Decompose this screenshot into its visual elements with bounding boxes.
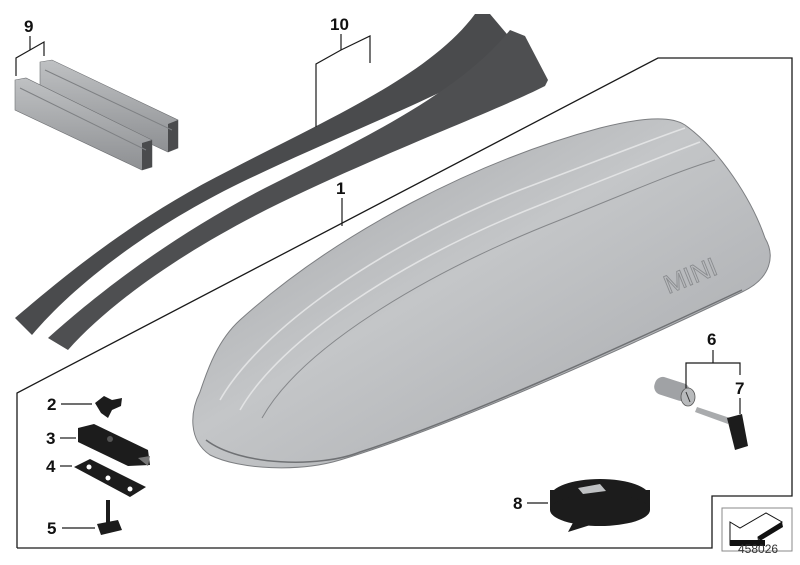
part-8-strap[interactable] [550,479,650,532]
callout-4: 4 [46,457,56,476]
group-frame [16,57,793,549]
arrow-pointer-icon [721,507,793,552]
part-1-roof-box[interactable]: MINI [192,118,771,469]
part-9-rails[interactable] [14,59,179,171]
part-5-t-bolt[interactable] [97,500,122,535]
callout-6-7-leader [685,350,741,414]
callout-2: 2 [47,395,57,414]
part-10-strips[interactable] [15,14,548,350]
callout-1: 1 [336,179,346,198]
callout-9-leader [15,36,45,76]
part-3-clamp[interactable] [78,424,150,466]
callout-3: 3 [46,429,56,448]
callout-5: 5 [47,519,57,538]
part-6-lock-cylinder[interactable] [652,375,696,407]
part-2-knob[interactable] [95,396,122,418]
callout-8: 8 [513,494,523,513]
part-7-key[interactable] [695,407,748,450]
callout-7: 7 [735,379,745,398]
callout-10: 10 [330,15,349,34]
diagram-number: 458026 [738,542,779,556]
part-4-plate[interactable] [74,459,146,497]
callout-10-leader [315,34,371,127]
callout-6: 6 [707,330,717,349]
callout-9: 9 [24,17,34,36]
